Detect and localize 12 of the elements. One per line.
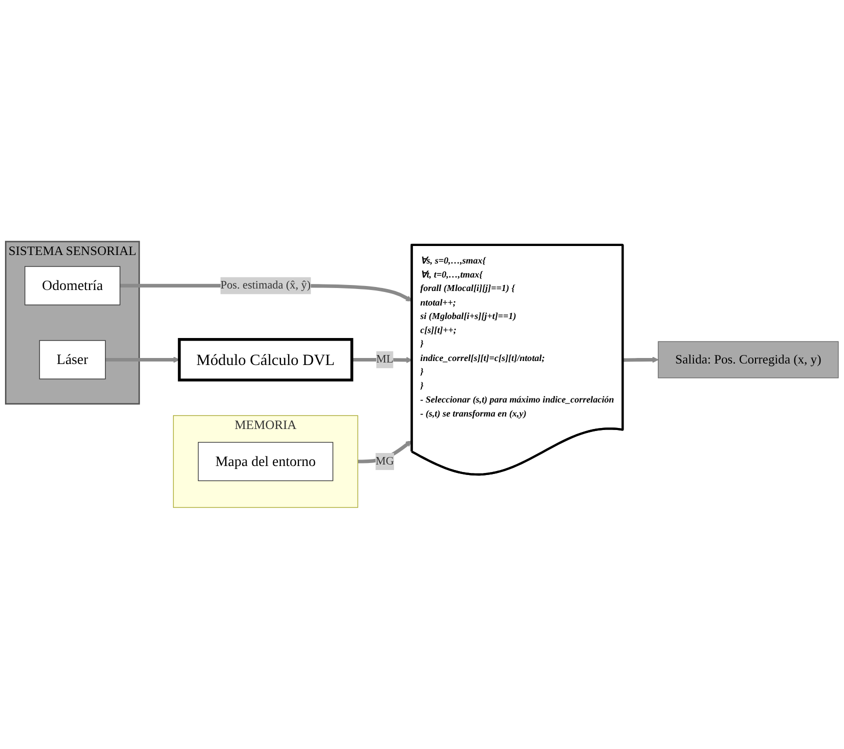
edge-label: MG	[376, 455, 394, 468]
arrow	[622, 356, 658, 363]
node-box: Odometría	[24, 266, 120, 306]
edge-label: Pos. estimada (x̂, ŷ)	[220, 279, 311, 292]
arrow	[352, 356, 412, 364]
node-box: Mapa del entorno	[198, 442, 334, 482]
arrow	[105, 356, 180, 363]
edge-label: ML	[376, 353, 394, 366]
arrow	[358, 440, 412, 464]
node-box: Láser	[39, 340, 106, 380]
node-box: Salida: Pos. Corregida (x, y)	[658, 341, 839, 378]
node-box: Módulo Cálculo DVL	[178, 338, 354, 382]
